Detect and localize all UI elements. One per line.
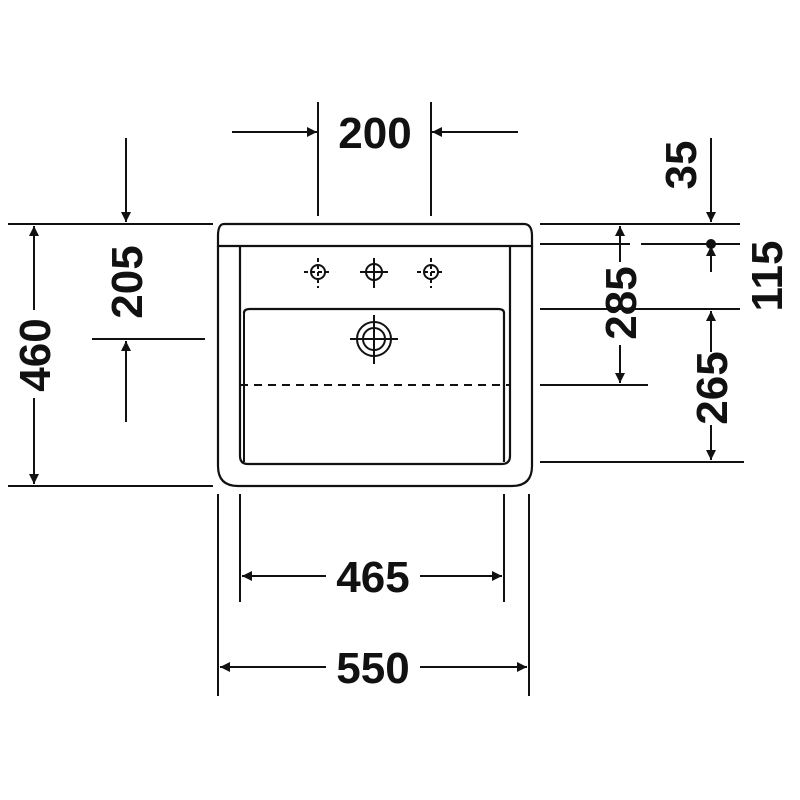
basin-inner-wall	[238, 246, 512, 466]
dim-label-285: 285	[597, 266, 646, 339]
dim-overall-depth	[8, 223, 213, 487]
dim-front-to-drain	[92, 138, 205, 422]
basin-bowl-edge	[242, 307, 506, 462]
dim-label-465: 465	[336, 553, 409, 602]
dim-label-460: 460	[11, 318, 60, 391]
dim-label-265: 265	[688, 351, 737, 424]
tap-hole-marker	[360, 258, 388, 288]
dim-inner-width	[239, 494, 505, 602]
tap-hole-marker	[417, 258, 445, 288]
dim-label-205: 205	[103, 245, 152, 318]
basin-body	[216, 246, 534, 488]
dim-label-115: 115	[743, 241, 792, 312]
dim-label-200: 200	[338, 109, 411, 158]
dim-label-35: 35	[657, 141, 706, 190]
dim-label-550: 550	[336, 644, 409, 693]
dim-tap-spacing	[232, 102, 518, 216]
dim-top-offset	[540, 138, 740, 272]
dim-drain-to-front	[540, 311, 744, 463]
drain-marker	[350, 315, 398, 364]
tap-hole-marker	[304, 258, 332, 288]
basin-outline	[216, 222, 534, 488]
wall-point-marker	[641, 239, 740, 249]
dim-rear-to-drain	[540, 226, 648, 386]
basin-rim	[216, 222, 534, 248]
dim-overall-width	[217, 494, 530, 696]
